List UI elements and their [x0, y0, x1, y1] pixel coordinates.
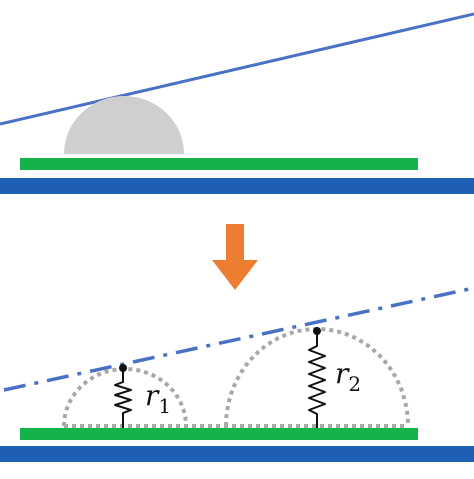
label-r1: r1 [145, 379, 171, 418]
small-asperity-outline [62, 367, 188, 427]
down-arrow-icon [212, 224, 258, 290]
label-r2-base: r [335, 357, 350, 390]
label-r1-sub: 1 [158, 394, 171, 418]
top-tilted-line [0, 12, 474, 126]
label-r2: r2 [335, 357, 361, 396]
bottom-blue-base [0, 446, 474, 462]
spring-r2 [308, 327, 326, 428]
label-r1-base: r [145, 379, 160, 412]
top-green-substrate [20, 158, 418, 170]
droplet [64, 96, 184, 154]
dash-dot-line [3, 286, 474, 392]
spring-r2-coil [308, 331, 326, 428]
top-blue-base [0, 178, 474, 194]
label-r2-sub: 2 [348, 372, 361, 396]
spring-r1-coil [114, 368, 132, 428]
spring-r1 [114, 364, 132, 428]
bottom-green-substrate [20, 428, 418, 440]
